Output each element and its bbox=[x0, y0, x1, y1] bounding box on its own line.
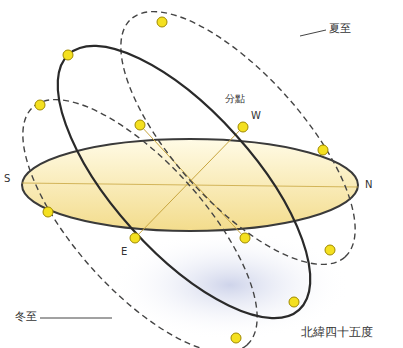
label-text: 冬至 bbox=[14, 311, 38, 323]
label-text: N bbox=[364, 179, 373, 190]
label-text: 分點 bbox=[224, 93, 246, 104]
label-text: E bbox=[120, 246, 128, 257]
label-text: W bbox=[250, 110, 262, 121]
label-text: 北緯四十五度 bbox=[300, 326, 374, 339]
label-text: S bbox=[3, 173, 11, 184]
label-text: 夏至 bbox=[328, 23, 352, 35]
